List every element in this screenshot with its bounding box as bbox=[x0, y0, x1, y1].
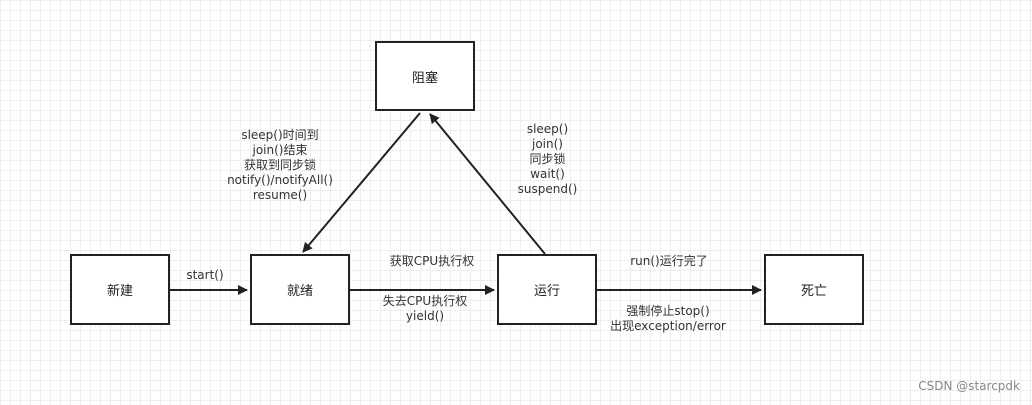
edge-label-running-to-dead-abnormal: 强制停止stop() 出现exception/error bbox=[598, 304, 738, 334]
node-running: 运行 bbox=[497, 254, 597, 325]
node-dead: 死亡 bbox=[764, 254, 864, 325]
edge-label-line: 失去CPU执行权 bbox=[382, 294, 468, 308]
edge-label-line: join() bbox=[532, 137, 563, 151]
edge-label-line: suspend() bbox=[517, 182, 578, 196]
edge-label-ready-to-running: 获取CPU执行权 bbox=[372, 254, 492, 269]
watermark: CSDN @starcpdk bbox=[918, 379, 1020, 393]
edge-label-line: 出现exception/error bbox=[610, 319, 726, 333]
edge-label-line: start() bbox=[186, 268, 224, 282]
edge-blocked-to-ready bbox=[302, 112, 421, 253]
node-ready: 就绪 bbox=[250, 254, 350, 325]
node-blocked-label: 阻塞 bbox=[411, 70, 438, 86]
node-dead-label: 死亡 bbox=[800, 284, 827, 299]
edge-label-running-to-blocked: sleep() join() 同步锁 wait() suspend() bbox=[505, 122, 590, 197]
edge-label-line: 获取CPU执行权 bbox=[389, 254, 475, 268]
node-running-label: 运行 bbox=[533, 284, 560, 299]
edge-label-blocked-to-ready: sleep()时间到 join()结束 获取到同步锁 notify()/noti… bbox=[220, 128, 340, 203]
edge-label-start: start() bbox=[180, 268, 230, 283]
node-new: 新建 bbox=[70, 254, 170, 325]
edge-label-line: join()结束 bbox=[252, 143, 308, 157]
edge-running-to-blocked bbox=[429, 113, 546, 255]
edge-label-line: resume() bbox=[252, 188, 308, 202]
edge-label-line: 同步锁 bbox=[529, 152, 566, 166]
edge-label-line: sleep() bbox=[526, 122, 569, 136]
edge-label-line: notify()/notifyAll() bbox=[227, 173, 333, 187]
edge-label-line: 获取到同步锁 bbox=[243, 158, 316, 172]
node-blocked: 阻塞 bbox=[375, 41, 475, 111]
edge-label-running-to-ready: 失去CPU执行权 yield() bbox=[365, 294, 485, 324]
edge-label-running-to-dead-normal: run()运行完了 bbox=[614, 254, 724, 269]
edge-label-line: sleep()时间到 bbox=[241, 128, 319, 142]
node-ready-label: 就绪 bbox=[286, 284, 313, 299]
edge-label-line: wait() bbox=[530, 167, 565, 181]
edge-label-line: yield() bbox=[405, 309, 445, 323]
edge-label-line: 强制停止stop() bbox=[626, 304, 710, 318]
node-new-label: 新建 bbox=[106, 284, 133, 299]
edge-label-line: run()运行完了 bbox=[630, 254, 708, 268]
